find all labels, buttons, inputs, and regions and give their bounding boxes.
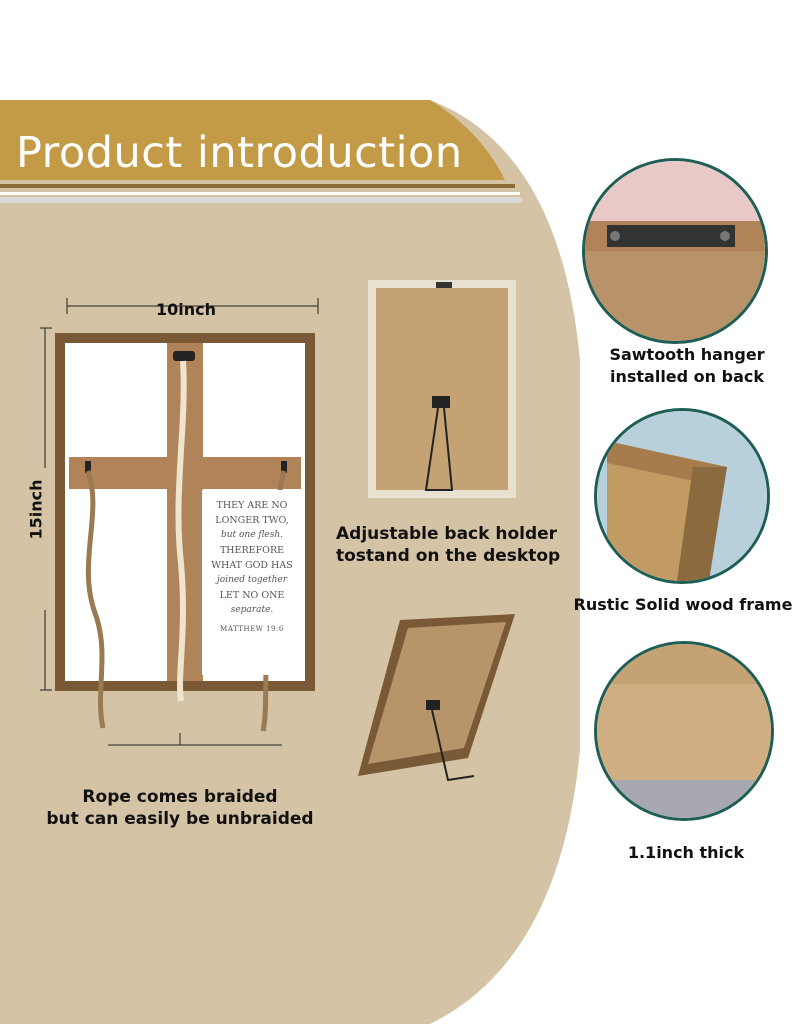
rope-caption: Rope comes braided but can easily be unb…: [40, 786, 320, 830]
sawtooth-detail-circle: [582, 158, 768, 344]
sawtooth-caption: Sawtooth hanger installed on back: [576, 344, 798, 388]
back-view-product: [368, 280, 516, 498]
verse-line: joined together: [217, 575, 287, 585]
verse-line: LET NO ONE: [219, 590, 285, 601]
verse-line: THEREFORE: [219, 545, 285, 556]
verse-line: but one flesh.: [220, 530, 284, 540]
back-holder-caption: Adjustable back holder tostand on the de…: [336, 523, 560, 567]
verse-line: separate.: [230, 605, 274, 615]
page-title: Product introduction: [16, 128, 463, 178]
back-holder-line2: tostand on the desktop: [336, 546, 561, 566]
frame-caption: Rustic Solid wood frame: [573, 595, 793, 614]
sawtooth-line1: Sawtooth hanger: [609, 345, 765, 364]
dimension-lines: [40, 298, 319, 746]
verse-reference: MATTHEW 19:6: [220, 625, 284, 633]
verse-card: THEY ARE NO LONGER TWO, but one flesh. T…: [202, 490, 302, 675]
thick-caption: 1.1inch thick: [627, 843, 745, 862]
standing-frame-product: [358, 614, 515, 782]
thickness-detail-circle: [594, 641, 774, 821]
rope-line1: Rope comes braided: [82, 787, 278, 807]
verse-line: WHAT GOD HAS: [211, 560, 293, 571]
banner-background: [0, 100, 505, 180]
height-label: 15inch: [26, 479, 46, 540]
wood-frame-corner-icon: [597, 411, 767, 581]
rope-line2: but can easily be unbraided: [46, 809, 314, 829]
verse-line: THEY ARE NO: [216, 500, 288, 511]
back-holder-line1: Adjustable back holder: [336, 524, 558, 544]
wood-frame-detail-circle: [594, 408, 770, 584]
sawtooth-line2: installed on back: [609, 367, 764, 386]
sawtooth-hanger-icon: [585, 161, 765, 341]
width-label: 10inch: [156, 300, 217, 319]
verse-line: LONGER TWO,: [215, 515, 289, 526]
thickness-edge-icon: [597, 644, 771, 818]
